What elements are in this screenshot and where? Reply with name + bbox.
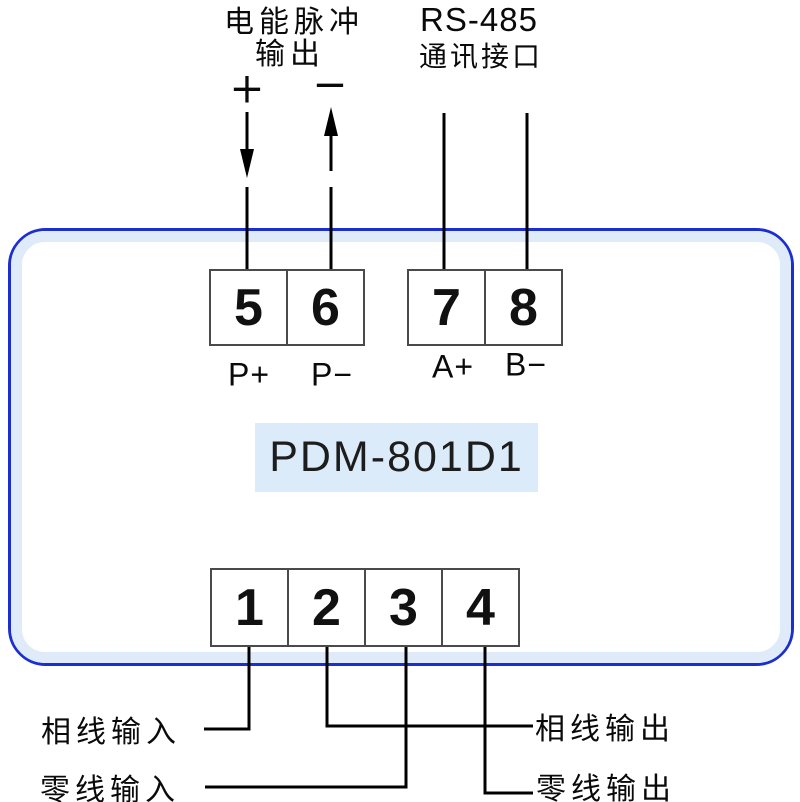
terminal-4: 4 (441, 568, 520, 647)
arrow-down-icon (240, 149, 254, 178)
terminal-1: 1 (210, 568, 289, 647)
pin-label-p-plus: P+ (227, 356, 271, 393)
wire-phase-input (204, 646, 251, 731)
rs485-label-line1: RS-485 (420, 1, 538, 38)
phase-input-label: 相线输入 (41, 715, 181, 750)
terminal-block-power: 1 2 3 4 (210, 568, 520, 647)
arrow-up-icon (324, 107, 338, 136)
wire-neutral-output (483, 646, 533, 795)
terminal-5: 5 (209, 269, 288, 346)
pin-label-b-minus: B− (504, 346, 548, 383)
rs485-label-line2: 通讯接口 (418, 40, 544, 73)
terminal-7: 7 (407, 269, 486, 346)
terminal-block-rs485: 7 8 (407, 269, 563, 346)
wire-neutral-input (205, 646, 408, 789)
device-model-text: PDM-801D1 (269, 433, 524, 481)
plus-sign: + (229, 63, 265, 113)
terminal-8: 8 (484, 269, 563, 346)
terminal-6: 6 (286, 269, 365, 346)
terminal-3: 3 (364, 568, 443, 647)
pulse-output-label-line2: 输出 (255, 37, 325, 72)
neutral-input-label: 零线输入 (40, 773, 180, 802)
pin-label-p-minus: P− (310, 356, 354, 393)
pin-label-a-plus: A+ (431, 348, 475, 385)
neutral-output-label: 零线输出 (536, 772, 676, 802)
device-model-plate: PDM-801D1 (255, 423, 538, 492)
pulse-output-label-line1: 电能脉冲 (224, 5, 364, 40)
terminal-2: 2 (287, 568, 366, 647)
device-outline-inner-band (11, 231, 791, 663)
wire-pulse-minus (324, 107, 338, 270)
minus-sign: − (312, 59, 348, 109)
wire-phase-output (325, 646, 533, 728)
phase-output-label: 相线输出 (535, 712, 675, 747)
terminal-block-pulse: 5 6 (209, 269, 365, 346)
wire-pulse-plus (240, 112, 254, 270)
